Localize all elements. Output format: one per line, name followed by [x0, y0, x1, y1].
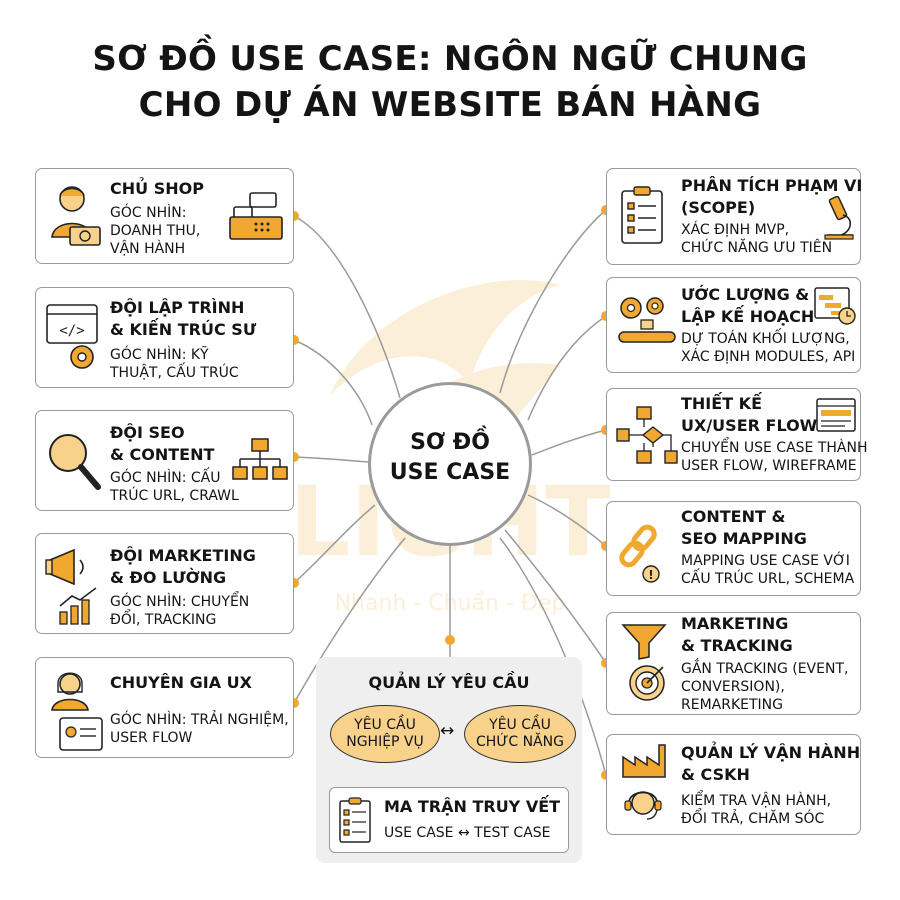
gear-icon [70, 345, 94, 369]
card-desc: XÁC ĐỊNH MVP, [681, 222, 790, 238]
card-title: MARKETING [681, 614, 789, 633]
card-title: & TRACKING [681, 636, 793, 655]
card-desc: GÓC NHÌN: CẤU [110, 470, 221, 486]
card-title: CHUYÊN GIA UX [110, 673, 252, 692]
card-doi-marketing: ĐỘI MARKETING & ĐO LƯỜNG GÓC NHÌN: CHUYỂ… [35, 533, 294, 634]
card-desc: GẮN TRACKING (EVENT, [681, 661, 849, 677]
matrix-title: MA TRẬN TRUY VẾT [384, 797, 561, 816]
checklist-clipboard-icon [621, 186, 663, 244]
traceability-matrix: MA TRẬN TRUY VẾT USE CASE ↔ TEST CASE [329, 787, 569, 853]
card-doi-seo: ĐỘI SEO & CONTENT GÓC NHÌN: CẤU TRÚC URL… [35, 410, 294, 511]
card-title: & ĐO LƯỜNG [110, 568, 227, 587]
gears-conveyor-icon [618, 297, 676, 343]
wireframe-icon [816, 398, 856, 432]
center-node: SƠ ĐỒ USE CASE [368, 382, 532, 546]
svg-text:</>: </> [59, 323, 84, 339]
card-desc: CONVERSION), [681, 679, 785, 695]
card-desc: REMARKETING [681, 697, 783, 713]
card-title: (SCOPE) [681, 198, 756, 217]
title-line-1: SƠ ĐỒ USE CASE: NGÔN NGỮ CHUNG [92, 39, 808, 79]
card-desc: DOANH THU, [110, 223, 201, 239]
svg-text:!: ! [648, 568, 653, 582]
card-marketing-tracking: MARKETING & TRACKING GẮN TRACKING (EVENT… [606, 612, 861, 715]
card-chu-shop: CHỦ SHOP GÓC NHÌN: DOANH THU, VẬN HÀNH [35, 168, 294, 264]
card-desc: CHUYỂN USE CASE THÀNH [681, 440, 868, 456]
card-title: LẬP KẾ HOẠCH [681, 307, 815, 326]
card-uoc-luong: ƯỚC LƯỢNG & LẬP KẾ HOẠCH DỰ TOÁN KHỐI LƯ… [606, 277, 861, 373]
code-window-icon: </> [46, 304, 98, 369]
card-title: SEO MAPPING [681, 529, 807, 548]
card-desc: CHỨC NĂNG ƯU TIÊN [681, 240, 833, 256]
card-desc: XÁC ĐỊNH MODULES, API [681, 349, 856, 365]
ellipse-label: YÊU CẦU [489, 717, 551, 733]
factory-icon [622, 744, 666, 778]
target-icon [629, 665, 665, 701]
card-desc: GÓC NHÌN: CHUYỂN [110, 594, 250, 610]
card-title: CONTENT & [681, 507, 786, 526]
functional-requirements-node: YÊU CẦU CHỨC NĂNG [464, 705, 576, 763]
shop-owner-icon [51, 186, 101, 246]
gantt-calendar-icon [814, 287, 856, 325]
matrix-desc: USE CASE ↔ TEST CASE [384, 825, 551, 841]
card-content-seo: ! CONTENT & SEO MAPPING MAPPING USE CASE… [606, 501, 861, 596]
card-desc: VẬN HÀNH [110, 241, 186, 257]
chain-link-icon: ! [619, 524, 660, 583]
card-title: ĐỘI SEO [110, 423, 185, 442]
card-title: PHÂN TÍCH PHẠM VI [681, 176, 863, 195]
card-title: ƯỚC LƯỢNG & [681, 285, 810, 304]
card-phan-tich-pham-vi: PHÂN TÍCH PHẠM VI (SCOPE) XÁC ĐỊNH MVP, … [606, 168, 863, 265]
cash-register-icon [229, 192, 283, 240]
card-desc: THUẬT, CẤU TRÚC [110, 365, 239, 381]
business-requirements-node: YÊU CẦU NGHIỆP VỤ [330, 705, 440, 763]
card-title: CHỦ SHOP [110, 179, 204, 198]
card-desc: GÓC NHÌN: [110, 205, 187, 221]
card-title: ĐỘI LẬP TRÌNH [110, 298, 245, 317]
sitemap-icon [232, 438, 288, 480]
bidirectional-arrow-icon: ↔ [440, 721, 455, 741]
card-title: THIẾT KẾ [681, 394, 762, 413]
ux-expert-icon [51, 672, 89, 711]
requirements-panel: QUẢN LÝ YÊU CẦU YÊU CẦU NGHIỆP VỤ ↔ YÊU … [316, 657, 582, 863]
card-desc: ĐỔI, TRACKING [110, 612, 217, 628]
card-doi-lap-trinh: </> ĐỘI LẬP TRÌNH & KIẾN TRÚC SƯ GÓC NHÌ… [35, 287, 294, 388]
ellipse-label: NGHIỆP VỤ [346, 734, 424, 750]
card-desc: GÓC NHÌN: TRẢI NGHIỆM, [110, 712, 289, 728]
card-title: & CONTENT [110, 445, 215, 464]
flowchart-icon [616, 406, 678, 464]
growth-chart-icon [59, 587, 97, 625]
title-line-2: CHO DỰ ÁN WEBSITE BÁN HÀNG [138, 85, 762, 125]
card-title: & CSKH [681, 765, 750, 784]
page-title: SƠ ĐỒ USE CASE: NGÔN NGỮ CHUNG CHO DỰ ÁN… [0, 36, 900, 128]
card-title: & KIẾN TRÚC SƯ [110, 320, 257, 339]
card-desc: USER FLOW, WIREFRAME [681, 458, 857, 474]
center-line-1: SƠ ĐỒ [410, 430, 490, 455]
checklist-icon [339, 797, 371, 843]
requirements-title: QUẢN LÝ YÊU CẦU [368, 673, 530, 692]
megaphone-icon [45, 548, 84, 586]
card-desc: GÓC NHÌN: KỸ [110, 347, 209, 363]
card-thiet-ke-ux: THIẾT KẾ UX/USER FLOW CHUYỂN USE CASE TH… [606, 388, 868, 481]
support-agent-icon [624, 791, 662, 820]
magnifier-icon [49, 434, 101, 490]
card-desc: MAPPING USE CASE VỚI [681, 553, 850, 569]
card-desc: KIỂM TRA VẬN HÀNH, [681, 793, 832, 809]
card-chuyen-gia-ux: CHUYÊN GIA UX GÓC NHÌN: TRẢI NGHIỆM, USE… [35, 657, 294, 758]
ellipse-label: CHỨC NĂNG [476, 734, 564, 750]
card-desc: CẤU TRÚC URL, SCHEMA [681, 571, 855, 587]
microscope-icon [824, 195, 854, 240]
card-desc: USER FLOW [110, 730, 193, 746]
card-desc: DỰ TOÁN KHỐI LƯỢNG, [681, 331, 850, 347]
center-line-2: USE CASE [389, 460, 511, 485]
profile-card-icon [59, 717, 103, 751]
card-quan-ly-van-hanh: QUẢN LÝ VẬN HÀNH & CSKH KIỂM TRA VẬN HÀN… [606, 734, 861, 835]
card-desc: TRÚC URL, CRAWL [110, 488, 239, 504]
card-title: ĐỘI MARKETING [110, 546, 256, 565]
funnel-icon [621, 624, 667, 660]
card-title: QUẢN LÝ VẬN HÀNH [681, 743, 861, 762]
card-desc: ĐỔI TRẢ, CHĂM SÓC [681, 811, 825, 827]
ellipse-label: YÊU CẦU [354, 717, 416, 733]
card-title: UX/USER FLOW [681, 416, 818, 435]
